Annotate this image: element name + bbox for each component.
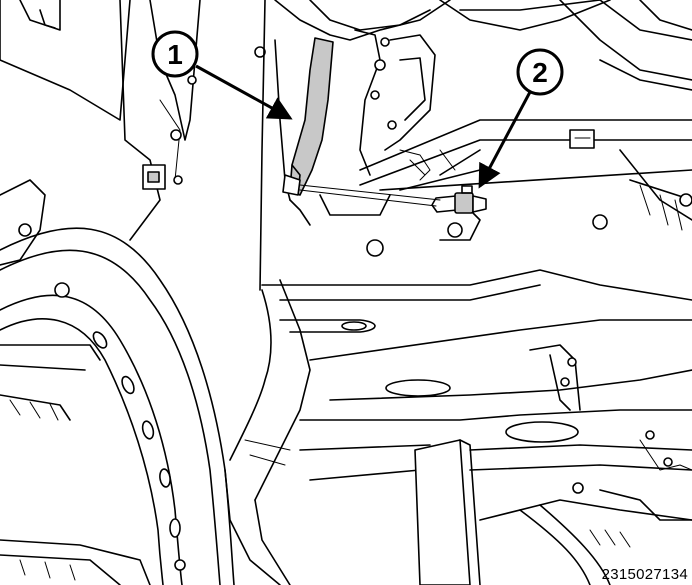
callout-2-leader: [478, 91, 532, 189]
component-1-panel: [282, 37, 334, 196]
callout-2: 2: [478, 48, 564, 189]
component-2-sensor: [299, 184, 487, 214]
callout-1-label: 1: [167, 39, 183, 70]
figure-number: 2315027134: [601, 566, 688, 583]
callout-1: 1: [151, 30, 293, 120]
callout-2-label: 2: [532, 57, 548, 88]
callout-1-circle: [151, 30, 199, 78]
callout-2-circle: [516, 48, 564, 96]
callout-1-leader: [195, 64, 293, 120]
